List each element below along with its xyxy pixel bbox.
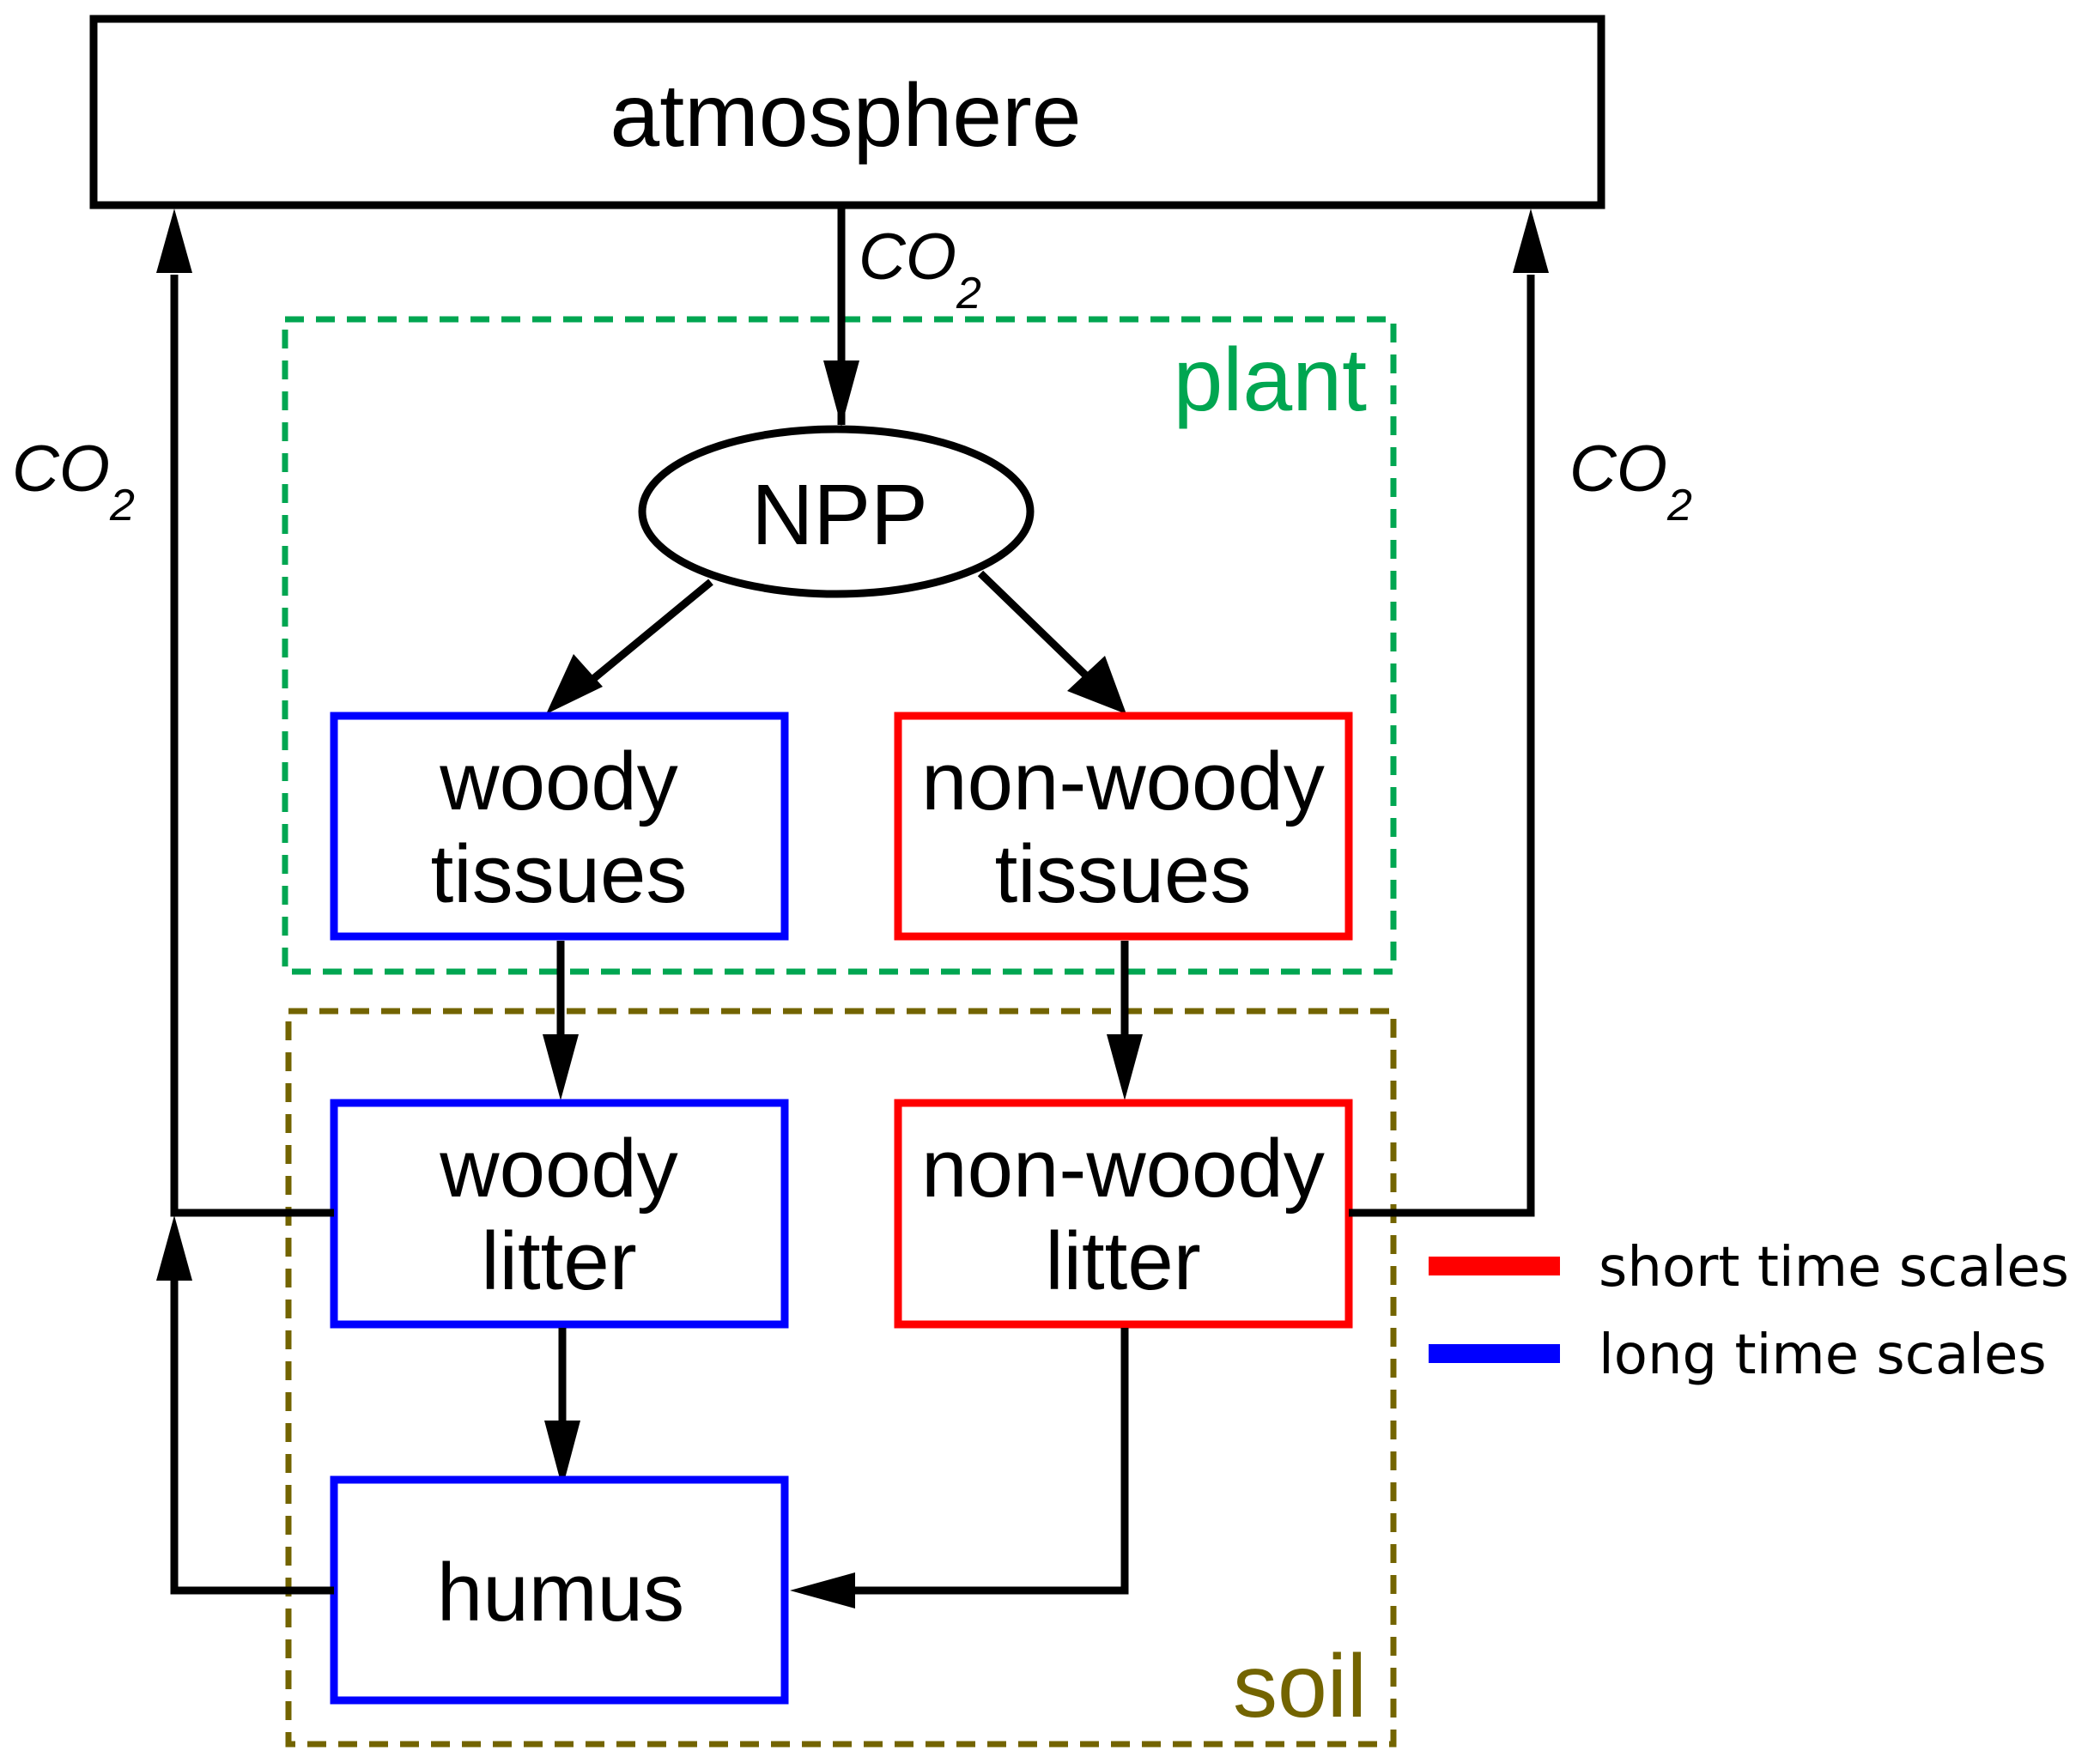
arrowhead-atmosphere-left <box>156 209 192 273</box>
arrowhead-nonwoody-litter <box>1107 1034 1143 1100</box>
legend-swatch-long <box>1429 1344 1560 1363</box>
arrowhead-woody-litter <box>543 1034 579 1100</box>
nonwoody-tissues-box <box>894 712 1353 941</box>
nonwoody-litter-box <box>894 1099 1353 1329</box>
arrow-npp-to-nonwoody-tissues <box>977 570 1092 682</box>
line-woody-litter-to-left-riser <box>170 275 334 1217</box>
legend-label-long: long time scales <box>1599 1324 2047 1387</box>
arrowhead-left-junction <box>156 1215 192 1281</box>
arrowhead-woody-tissues <box>546 654 603 714</box>
legend-label-short: short time scales <box>1599 1236 2069 1300</box>
soil-group-box <box>285 1008 1397 1748</box>
npp-label: NPP <box>751 467 928 563</box>
arrow-nonwoody-litter-to-humus <box>850 1328 1129 1595</box>
legend-swatch-short <box>1429 1257 1560 1275</box>
woody-tissues-box <box>330 712 789 941</box>
arrowhead-humus-right <box>790 1572 855 1609</box>
line-humus-to-left-riser <box>170 1279 334 1595</box>
arrowhead-nonwoody-tissues <box>1067 656 1126 714</box>
line-nonwoody-litter-to-right-riser <box>1349 275 1535 1217</box>
plant-group-label: plant <box>1173 330 1367 430</box>
arrowhead-npp <box>823 360 859 427</box>
atmosphere-label: atmosphere <box>610 66 1081 166</box>
arrow-npp-to-woody-tissues <box>581 579 713 690</box>
plant-group-box <box>282 316 1397 975</box>
humus-label: humus <box>437 1547 684 1639</box>
arrowhead-atmosphere-right <box>1513 209 1549 273</box>
co2-label-right: CO2 <box>1569 433 1692 530</box>
co2-label-top: CO2 <box>859 221 981 318</box>
npp-ellipse <box>638 425 1035 598</box>
atmosphere-box <box>89 15 1605 209</box>
arrowhead-humus-top <box>544 1421 580 1488</box>
legend: short time scales long time scales <box>1429 1236 2069 1387</box>
humus-box <box>330 1475 789 1705</box>
soil-group-label: soil <box>1233 1637 1367 1736</box>
co2-label-left: CO2 <box>12 433 135 530</box>
